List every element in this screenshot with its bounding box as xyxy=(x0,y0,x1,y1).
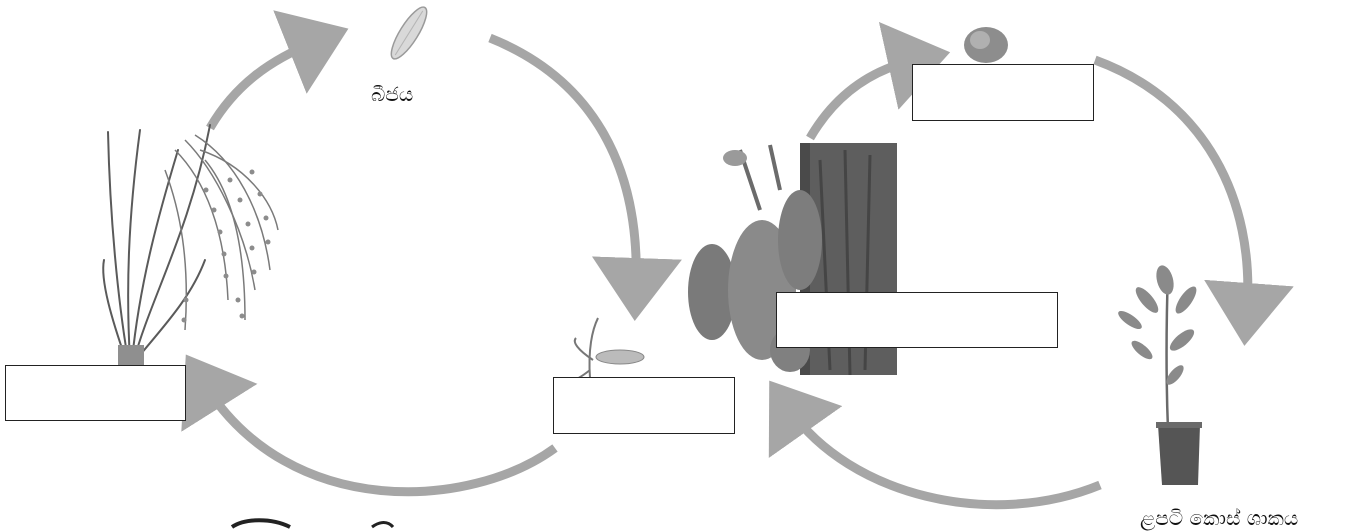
arrow-tree-to-seed xyxy=(806,21,951,141)
label-young-jack-plant: ළපටි කොස් ශාකය xyxy=(1140,506,1299,530)
answer-box-rice-seedling[interactable] xyxy=(553,377,735,434)
answer-box-jackfruit-tree[interactable] xyxy=(776,292,1058,348)
arrow-seed-to-young-plant xyxy=(1093,55,1294,346)
answer-box-jack-seed[interactable] xyxy=(912,64,1094,121)
arrow-seedling-to-plant xyxy=(181,354,558,497)
arrow-plant-to-seed xyxy=(206,10,349,131)
arrow-seed-to-seedling xyxy=(488,33,682,321)
answer-box-rice-plant[interactable] xyxy=(5,365,186,421)
label-seed: බීජය xyxy=(371,82,414,106)
arrow-young-plant-to-tree xyxy=(768,380,1102,510)
